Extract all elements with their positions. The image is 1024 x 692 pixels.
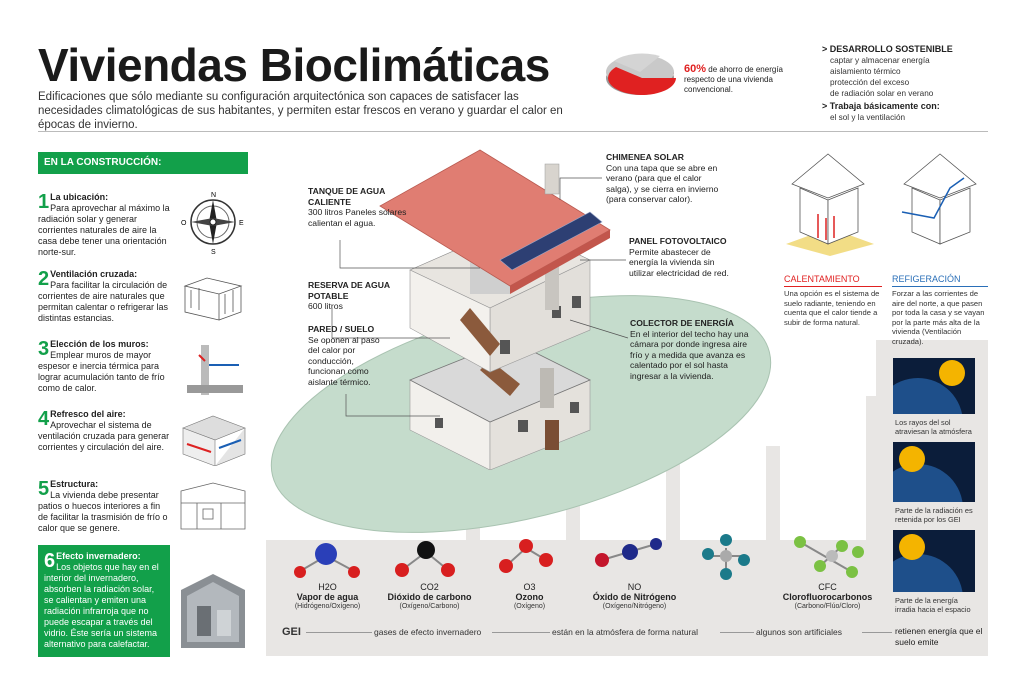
earth-caption-3: Parte de la energía irradia hacia el esp… xyxy=(895,596,971,614)
savings-text: 60% de ahorro de energía respecto de una… xyxy=(684,64,794,95)
sust-line: captar y almacenar energía xyxy=(830,56,930,65)
compass-letter: N xyxy=(211,192,216,199)
compass-letter: O xyxy=(181,220,187,227)
h2o-molecule xyxy=(294,543,360,578)
gei-text-c: algunos son artificiales xyxy=(756,627,842,637)
earth-image-3 xyxy=(893,530,975,592)
sustainability-block: > DESARROLLO SOSTENIBLE captar y almacen… xyxy=(822,44,992,123)
heating-house-sketch xyxy=(786,153,874,256)
gei-line xyxy=(720,632,754,633)
gei-label: GEI xyxy=(282,626,301,638)
air-refresh-sketch xyxy=(182,415,246,466)
gei-text-a: gases de efecto invernadero xyxy=(374,627,482,637)
savings-pct: 60% xyxy=(684,63,707,75)
savings-desc: de ahorro de energía respecto de una viv… xyxy=(684,65,783,94)
heating-panel: CALENTAMIENTO Una opción es el sistema d… xyxy=(784,274,882,327)
page-subtitle: Edificaciones que sólo mediante su confi… xyxy=(38,91,563,131)
sust-line: protección del exceso xyxy=(830,78,910,87)
gei-line xyxy=(862,632,892,633)
compass-letter: E xyxy=(239,220,244,227)
earth-image-2 xyxy=(893,442,975,502)
sust-line: el sol y la ventilación xyxy=(830,113,906,122)
o3-molecule xyxy=(499,539,553,573)
gei-line xyxy=(306,632,372,633)
earth-caption-2: Parte de la radiación es retenida por lo… xyxy=(895,506,973,524)
greenhouse-sketch xyxy=(181,574,245,648)
gei-text-d: retienen energía que el suelo emite xyxy=(895,626,983,647)
gei-text-b: están en la atmósfera de forma natural xyxy=(552,627,698,637)
cooling-house-sketch xyxy=(901,153,977,245)
wall-section-sketch xyxy=(187,345,243,395)
sust-heading: > DESARROLLO SOSTENIBLE xyxy=(822,44,953,54)
gei-line xyxy=(492,632,550,633)
divider xyxy=(38,131,988,132)
co2-molecule xyxy=(395,541,455,577)
sust-heading-2: > Trabaja básicamente con: xyxy=(822,101,940,111)
molecules xyxy=(294,534,864,580)
structure-sketch xyxy=(180,482,246,530)
house-illustration xyxy=(379,149,611,470)
savings-pie-chart xyxy=(606,53,676,95)
construction-heading: EN LA CONSTRUCCIÓN: xyxy=(38,152,248,174)
ventilation-sketch xyxy=(183,277,243,321)
cooling-panel: REFIGERACIÓN Forzar a las corrientes de … xyxy=(892,274,988,346)
generic-molecule xyxy=(702,534,750,580)
page-title: Viviendas Bioclimáticas xyxy=(38,39,550,91)
sust-line: aislamiento térmico xyxy=(830,67,901,76)
no-molecule xyxy=(595,538,662,567)
earth-caption-1: Los rayos del sol atraviesan la atmósfer… xyxy=(895,418,972,436)
compass-letter: S xyxy=(211,249,216,256)
sust-line: de radiación solar en verano xyxy=(830,89,934,98)
cfc-molecule xyxy=(794,536,864,578)
compass-icon: N E S O xyxy=(181,192,244,256)
earth-image-1 xyxy=(893,358,975,414)
callout-leader-lines xyxy=(331,177,629,417)
